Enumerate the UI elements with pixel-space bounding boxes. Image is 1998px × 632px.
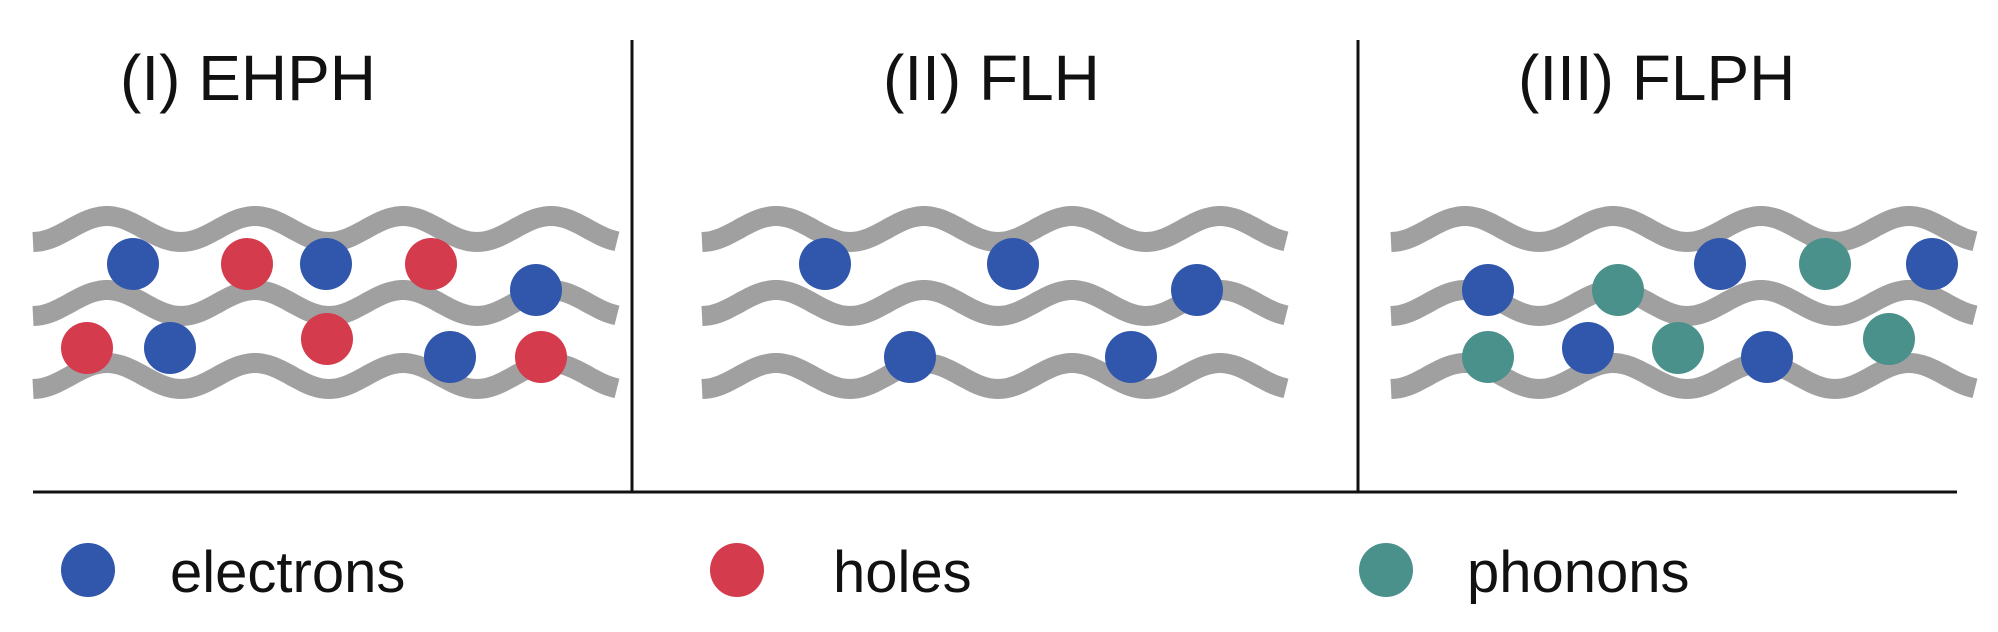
particles-flh — [799, 238, 1223, 383]
hole-particle — [515, 331, 567, 383]
particles-flph — [1462, 238, 1958, 383]
panel-title-flph: (III) FLPH — [1518, 42, 1795, 114]
electron-particle — [799, 238, 851, 290]
electron-particle — [144, 322, 196, 374]
electron-particle — [987, 238, 1039, 290]
legend-holes-label: holes — [833, 540, 972, 605]
electron-particle — [1906, 238, 1958, 290]
electron-particle — [1171, 264, 1223, 316]
electron-particle — [424, 331, 476, 383]
electron-particle — [107, 238, 159, 290]
phonon-particle — [1462, 331, 1514, 383]
electron-particle — [1694, 238, 1746, 290]
panel-title-flh: (II) FLH — [883, 42, 1100, 114]
electron-particle — [884, 331, 936, 383]
electron-particle — [1462, 264, 1514, 316]
electron-particle — [1741, 331, 1793, 383]
legend-phonon-dot — [1359, 543, 1413, 597]
particles-ehph — [61, 238, 567, 383]
legend-hole-dot — [710, 543, 764, 597]
phonon-particle — [1799, 238, 1851, 290]
legend-electron-dot — [61, 543, 115, 597]
wave-layer — [701, 353, 1289, 400]
hole-particle — [301, 313, 353, 365]
legend-electrons-label: electrons — [170, 540, 405, 605]
hole-particle — [405, 238, 457, 290]
hole-particle — [61, 322, 113, 374]
electron-particle — [1562, 322, 1614, 374]
wave-layer — [32, 353, 620, 400]
hole-particle — [221, 238, 273, 290]
phonon-particle — [1592, 264, 1644, 316]
phonon-particle — [1863, 313, 1915, 365]
legend-phonons-label: phonons — [1467, 540, 1690, 605]
electron-particle — [510, 264, 562, 316]
electron-particle — [1105, 331, 1157, 383]
wave-layer — [701, 206, 1289, 253]
wave-layer — [1390, 206, 1978, 253]
panel-title-ehph: (I) EHPH — [120, 42, 376, 114]
phonon-particle — [1652, 322, 1704, 374]
electron-particle — [300, 238, 352, 290]
